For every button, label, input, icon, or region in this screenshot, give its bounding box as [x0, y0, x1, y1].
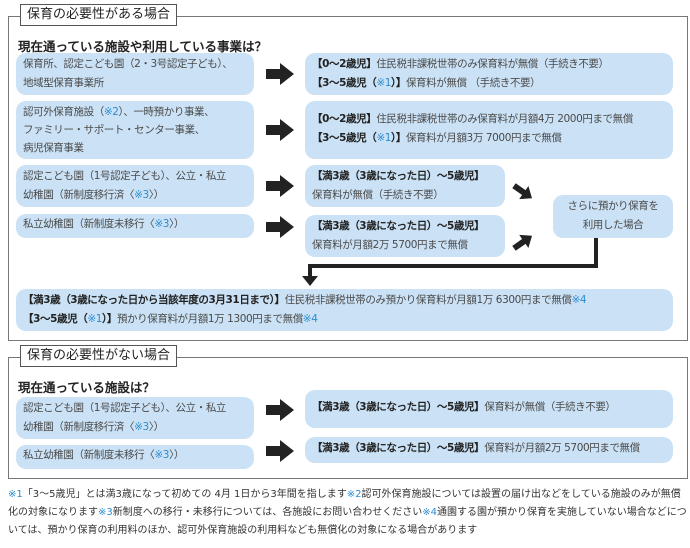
- text: 保育料が無償 （手続き不要）: [405, 77, 541, 89]
- arrow-right-icon: [266, 63, 294, 85]
- text: 保育料が月額3万 7000円まで無償: [405, 132, 562, 144]
- facility-box-1: 保育所、認定こども園（2・3号認定子ども）、 地域型保育事業所: [16, 53, 254, 95]
- age-label: ）】: [391, 77, 406, 89]
- note-ref: ※1: [376, 132, 391, 144]
- text: 住民税非課税世帯のみ保育料が無償（手続き不要）: [376, 58, 609, 70]
- text: ）、一時預かり事業、: [118, 106, 215, 118]
- text: 地域型保育事業所: [23, 77, 104, 89]
- arrow-right-icon: [266, 440, 294, 462]
- section-need-frame: [8, 16, 688, 341]
- text: 住民税非課税世帯のみ預かり保育料が月額1万 6300円まで無償: [284, 294, 572, 306]
- result-box-5: 【満3歳（3歳になった日）～5歳児】保育料が無償（手続き不要）: [305, 390, 673, 428]
- text: 「3～5歳児」とは満3歳になって初めての 4月 1日から3年間を指します: [22, 489, 347, 500]
- age-label: 【満3歳（3歳になった日）～5歳児】: [312, 442, 485, 454]
- age-label: 【満3歳（3歳になった日から当該年度の3月31日まで）】: [23, 294, 285, 306]
- section-no-need-label: 保育の必要性がない場合: [20, 345, 178, 367]
- text: 病児保育事業: [23, 142, 84, 154]
- age-label: 【満3歳（3歳になった日）～5歳児】: [312, 170, 485, 182]
- facility-box-4: 私立幼稚園（新制度未移行〈※3〉）: [16, 214, 254, 238]
- text: 〉）: [148, 189, 164, 201]
- result-box-3: 【満3歳（3歳になった日）～5歳児】 保育料が無償（手続き不要）: [305, 165, 505, 207]
- facility-box-6: 私立幼稚園（新制度未移行〈※3〉）: [16, 445, 254, 469]
- note-ref: ※4: [571, 294, 587, 306]
- text: 利用した場合: [582, 219, 644, 231]
- age-label: ）】: [102, 313, 117, 325]
- note-ref: ※1: [376, 77, 391, 89]
- text: 認定こども園（1号認定子ども）、公立・私立: [23, 170, 227, 182]
- arrow-diagonal-down-icon: [512, 183, 533, 200]
- age-label: 【3～5歳児（: [312, 132, 377, 144]
- note-ref: ※3: [134, 189, 149, 201]
- footnotes: ※1「3～5歳児」とは満3歳になって初めての 4月 1日から3年間を指します※2…: [8, 486, 688, 540]
- result-box-4: 【満3歳（3歳になった日）～5歳児】 保育料が月額2万 5700円まで無償: [305, 215, 505, 257]
- section-no-need-question: 現在通っている施設は？: [18, 380, 155, 395]
- age-label: 【3～5歳児（: [23, 313, 88, 325]
- text: 新制度への移行・未移行については、各施設にお問い合わせください: [112, 507, 423, 518]
- note-ref: ※2: [103, 106, 119, 118]
- note-ref: ※1: [8, 489, 23, 500]
- text: 保育料が無償（手続き不要）: [484, 401, 616, 413]
- result-box-2: 【0～2歳児】住民税非課税世帯のみ保育料が月額4万 2000円まで無償 【3～5…: [305, 101, 673, 159]
- text: さらに預かり保育を: [567, 200, 659, 212]
- text: 預かり保育料が月額1万 1300円まで無償: [116, 313, 303, 325]
- age-label: 【満3歳（3歳になった日）～5歳児】: [312, 401, 485, 413]
- text: 〉）: [169, 218, 184, 230]
- text: 私立幼稚園（新制度未移行〈: [23, 218, 155, 230]
- text: 私立幼稚園（新制度未移行〈: [23, 449, 155, 461]
- result-box-6: 【満3歳（3歳になった日）～5歳児】保育料が月額2万 5700円まで無償: [305, 437, 673, 463]
- text: 保育所、認定こども園（2・3号認定子ども）、: [23, 58, 233, 70]
- text: 幼稚園（新制度移行済〈: [23, 421, 135, 433]
- facility-box-3: 認定こども園（1号認定子ども）、公立・私立 幼稚園（新制度移行済〈※3〉）: [16, 165, 254, 207]
- text: 通園する園が預かり保育を実施していない場合などについては、預かり保育の利用料のほ…: [8, 507, 687, 536]
- age-label: 【0～2歳児】: [312, 113, 377, 125]
- age-label: ）】: [391, 132, 406, 144]
- connector-arrow-icon: [302, 238, 598, 286]
- age-label: 【3～5歳児（: [312, 77, 377, 89]
- note-ref: ※3: [154, 449, 169, 461]
- age-label: 【満3歳（3歳になった日）～5歳児】: [312, 220, 485, 232]
- arrow-right-icon: [266, 399, 294, 421]
- text: ファミリー・サポート・センター事業、: [23, 124, 205, 136]
- section-need-question: 現在通っている施設や利用している事業は？: [18, 39, 268, 54]
- text: 〉）: [169, 449, 184, 461]
- note-ref: ※2: [346, 489, 362, 500]
- text: 保育料が月額2万 5700円まで無償: [484, 442, 640, 454]
- note-ref: ※4: [302, 313, 318, 325]
- section-no-need-frame: [8, 357, 688, 479]
- result-box-1: 【0～2歳児】住民税非課税世帯のみ保育料が無償（手続き不要） 【3～5歳児（※1…: [305, 53, 673, 95]
- facility-box-5: 認定こども園（1号認定子ども）、公立・私立 幼稚園（新制度移行済〈※3〉）: [16, 397, 254, 439]
- text: 〉）: [148, 421, 164, 433]
- note-ref: ※1: [87, 313, 102, 325]
- arrow-diagonal-up-icon: [512, 234, 533, 251]
- extra-care-box: さらに預かり保育を 利用した場合: [553, 195, 673, 238]
- text: 認可外保育施設については設置の届け出などをしている施設のみが無償化の対象になりま…: [8, 489, 681, 518]
- note-ref: ※3: [98, 507, 113, 518]
- facility-box-2: 認可外保育施設（※2）、一時預かり事業、 ファミリー・サポート・センター事業、 …: [16, 101, 254, 159]
- text: 認可外保育施設（: [23, 106, 104, 118]
- text: 保育料が月額2万 5700円まで無償: [312, 239, 468, 251]
- text: 幼稚園（新制度移行済〈: [23, 189, 135, 201]
- note-ref: ※4: [422, 507, 437, 518]
- extended-care-result-box: 【満3歳（3歳になった日から当該年度の3月31日まで）】住民税非課税世帯のみ預か…: [16, 289, 673, 331]
- arrow-right-icon: [266, 216, 294, 238]
- text: 住民税非課税世帯のみ保育料が月額4万 2000円まで無償: [376, 113, 633, 125]
- arrow-right-icon: [266, 119, 294, 141]
- note-ref: ※3: [154, 218, 169, 230]
- age-label: 【0～2歳児】: [312, 58, 377, 70]
- text: 認定こども園（1号認定子ども）、公立・私立: [23, 402, 227, 414]
- text: 保育料が無償（手続き不要）: [312, 189, 444, 201]
- arrow-right-icon: [266, 175, 294, 197]
- note-ref: ※3: [134, 421, 149, 433]
- section-need-label: 保育の必要性がある場合: [20, 4, 178, 26]
